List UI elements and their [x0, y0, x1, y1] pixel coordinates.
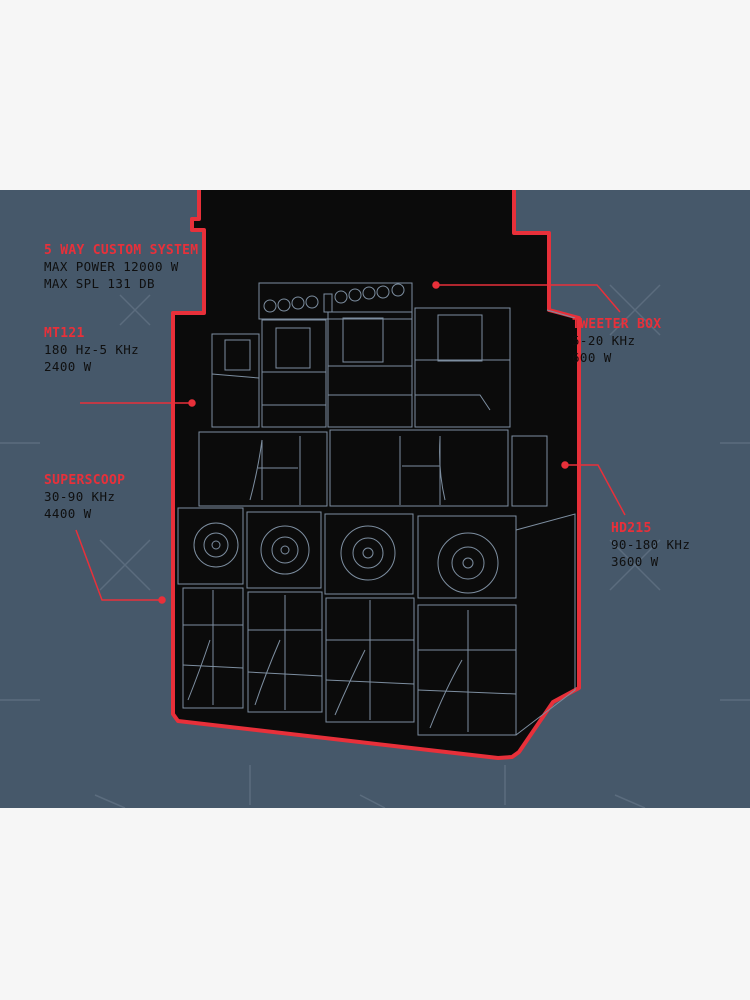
hd215-range: 90-180 KHz: [611, 537, 690, 552]
system-title: 5 WAY CUSTOM SYSTEM: [44, 243, 198, 258]
poster: 5 WAY CUSTOM SYSTEM MAX POWER 12000 W MA…: [0, 190, 750, 808]
leader-tweeter: [436, 284, 621, 313]
label-tweeter: TWEETER BOX 5-20 KHz 600 W: [572, 317, 661, 365]
system-max-spl: MAX SPL 131 DB: [44, 276, 155, 291]
superscoop-power: 4400 W: [44, 506, 92, 521]
label-mt121: MT121 180 Hz-5 KHz 2400 W: [44, 326, 139, 374]
sound-system-diagram: 5 WAY CUSTOM SYSTEM MAX POWER 12000 W MA…: [0, 190, 750, 808]
leader-dot-hd215: [561, 461, 569, 469]
superscoop-title: SUPERSCOOP: [44, 473, 125, 488]
tweeter-range: 5-20 KHz: [572, 333, 635, 348]
leader-hd215: [565, 464, 626, 516]
system-outline: [171, 190, 581, 760]
label-hd215: HD215 90-180 KHz 3600 W: [611, 521, 690, 569]
hd215-title: HD215: [611, 521, 652, 536]
system-max-power: MAX POWER 12000 W: [44, 259, 179, 274]
leader-lines: [75, 281, 626, 604]
tweeter-title: TWEETER BOX: [572, 317, 661, 332]
superscoop-range: 30-90 KHz: [44, 489, 115, 504]
leader-dot-tweeter: [432, 281, 440, 289]
label-superscoop: SUPERSCOOP 30-90 KHz 4400 W: [44, 473, 125, 521]
leader-dot-mt121: [188, 399, 196, 407]
tweeter-power: 600 W: [572, 350, 612, 365]
hd215-power: 3600 W: [611, 554, 659, 569]
mt121-range: 180 Hz-5 KHz: [44, 342, 139, 357]
leader-dot-superscoop: [158, 596, 166, 604]
mt121-title: MT121: [44, 326, 85, 341]
mt121-power: 2400 W: [44, 359, 92, 374]
speaker-linework: [177, 282, 576, 736]
leader-superscoop: [75, 529, 160, 601]
label-system: 5 WAY CUSTOM SYSTEM MAX POWER 12000 W MA…: [44, 243, 198, 291]
